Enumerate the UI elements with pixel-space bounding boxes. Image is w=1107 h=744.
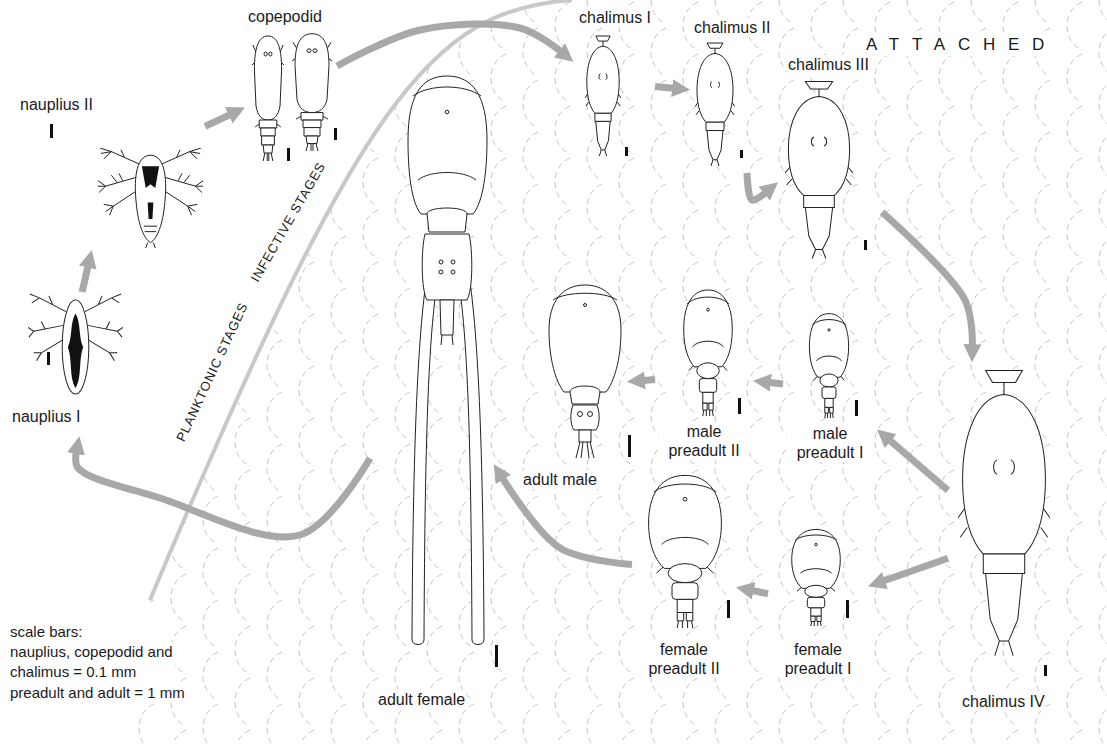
stage-label: chalimus III: [788, 55, 869, 74]
stage-box: female preadult II: [632, 468, 736, 685]
stage-label: chalimus II: [694, 18, 770, 37]
lifecycle-arrow: [337, 24, 560, 66]
stage-box: copepodid: [245, 5, 337, 167]
scale-bar: [47, 124, 1047, 676]
lifecycle-arrow: [655, 86, 673, 88]
lifecycle-arrow: [644, 376, 655, 384]
stage-label: female preadult II: [636, 640, 732, 678]
stage-label: male preadult I: [787, 424, 873, 462]
lifecycle-arrow: [890, 440, 948, 490]
stage-box: male preadult I: [783, 308, 877, 470]
scale-note: scale bars:: [10, 622, 83, 642]
lifecycle-arrow: [82, 267, 88, 292]
region-divider: [150, 0, 572, 600]
lifecycle-arrow: [753, 591, 768, 594]
stage-label: nauplius I: [12, 407, 81, 426]
stage-box: adult male: [515, 280, 627, 493]
stage-box: chalimus IV: [948, 362, 1060, 715]
lifecycle-arrow: [76, 453, 370, 537]
scale-note: preadult and adult = 1 mm: [10, 683, 185, 703]
stage-box: adult female: [370, 70, 492, 713]
stage-label: female preadult I: [772, 640, 864, 678]
stage-label: adult male: [523, 470, 597, 489]
lifecycle-arrow: [770, 383, 783, 384]
stage-label: male preadult II: [659, 422, 749, 460]
lifecycle-arrow: [882, 212, 972, 345]
stage-box: chalimus III: [780, 52, 882, 264]
stage-label: copepodid: [248, 7, 322, 26]
stage-box: nauplius II: [15, 92, 205, 250]
lifecycle-arrow: [747, 173, 765, 200]
scale-note: nauplius, copepodid and chalimus = 0.1 m…: [10, 642, 175, 682]
stage-label: adult female: [378, 690, 465, 709]
stage-label: chalimus IV: [962, 692, 1045, 711]
stage-label: chalimus I: [579, 8, 651, 27]
stage-box: nauplius I: [8, 292, 123, 436]
region-label: ATTACHED: [866, 34, 1057, 56]
stage-box: female preadult I: [768, 523, 868, 685]
region-label: PLANKTONIC STAGES: [172, 300, 251, 444]
lifecycle-arrow: [884, 558, 948, 581]
stage-label: nauplius II: [20, 95, 93, 114]
adult-male-figure: [549, 285, 621, 458]
stage-box: male preadult II: [655, 283, 753, 468]
louse-figure: [28, 34, 1050, 656]
region-label: INFECTIVE STAGES: [247, 159, 330, 285]
adult-female-figure: [408, 76, 487, 645]
stage-box: chalimus II: [690, 15, 774, 173]
lifecycle-arrow: [205, 115, 230, 127]
stage-box: chalimus I: [575, 5, 655, 160]
lifecycle-arrow: [503, 479, 632, 565]
